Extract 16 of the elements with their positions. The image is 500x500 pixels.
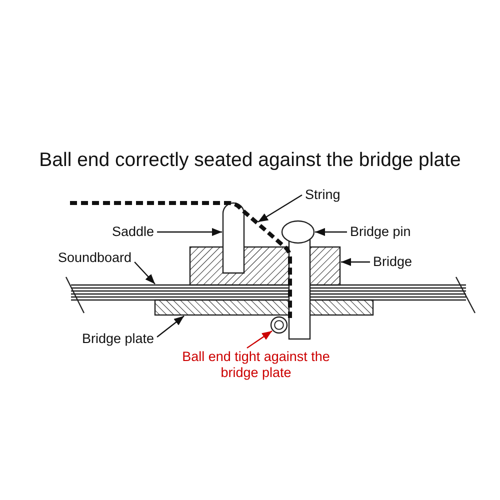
part-label: Soundboard	[58, 250, 132, 266]
note-text: Ball end tight against the bridge plate	[176, 349, 336, 381]
part-label: String	[305, 187, 340, 203]
leader-line	[315, 228, 347, 236]
part-label: Bridge plate	[82, 331, 154, 347]
title: Ball end correctly seated against the bridge plate	[38, 148, 462, 172]
part-label: Bridge pin	[350, 224, 411, 240]
leader-line	[246, 330, 272, 348]
ball-end	[270, 316, 288, 334]
leader-line	[134, 262, 156, 284]
leader-line	[156, 316, 184, 338]
part-label: Saddle	[112, 224, 154, 240]
bridge-pin	[281, 220, 315, 340]
leader-line	[341, 258, 370, 266]
part-label: Bridge	[373, 254, 412, 270]
leader-line	[157, 228, 222, 236]
